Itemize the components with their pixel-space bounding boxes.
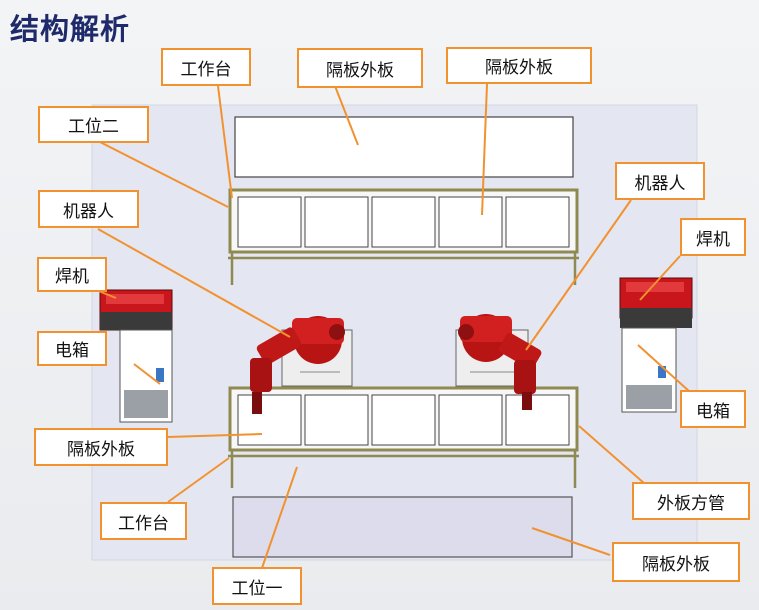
partition-panel-top: [234, 116, 574, 178]
callout-station-one: 工位一: [212, 567, 302, 605]
callout-workbench-bottom: 工作台: [100, 502, 187, 540]
workbench-station-two: [228, 188, 579, 285]
callout-partition-bottom-right: 隔板外板: [612, 542, 740, 582]
electric-box-icon-left: [119, 329, 173, 423]
slide-title: 结构解析: [10, 12, 131, 46]
callout-ebox-left: 电箱: [37, 331, 107, 366]
callout-robot-right: 机器人: [615, 162, 705, 200]
callout-partition-top-left: 隔板外板: [297, 48, 423, 88]
welder-machine-icon-right: [619, 277, 693, 328]
electric-box-icon-right: [621, 327, 677, 413]
callout-workbench-top: 工作台: [161, 48, 251, 86]
callout-robot-left: 机器人: [38, 190, 139, 228]
callout-ebox-right: 电箱: [680, 390, 746, 428]
welder-machine-icon-left: [99, 289, 173, 331]
partition-panel-bottom: [232, 496, 573, 558]
callout-welder-left: 焊机: [37, 257, 107, 292]
callout-leaders: [95, 83, 691, 569]
callout-partition-left: 隔板外板: [34, 428, 168, 466]
callout-station-two: 工位二: [38, 106, 149, 143]
callout-partition-top-right: 隔板外板: [446, 47, 592, 84]
workbench-station-one: [228, 386, 579, 488]
callout-outer-tube: 外板方管: [632, 482, 750, 520]
robot-arm-icon-right: [455, 314, 542, 410]
callout-welder-right: 焊机: [680, 218, 746, 256]
